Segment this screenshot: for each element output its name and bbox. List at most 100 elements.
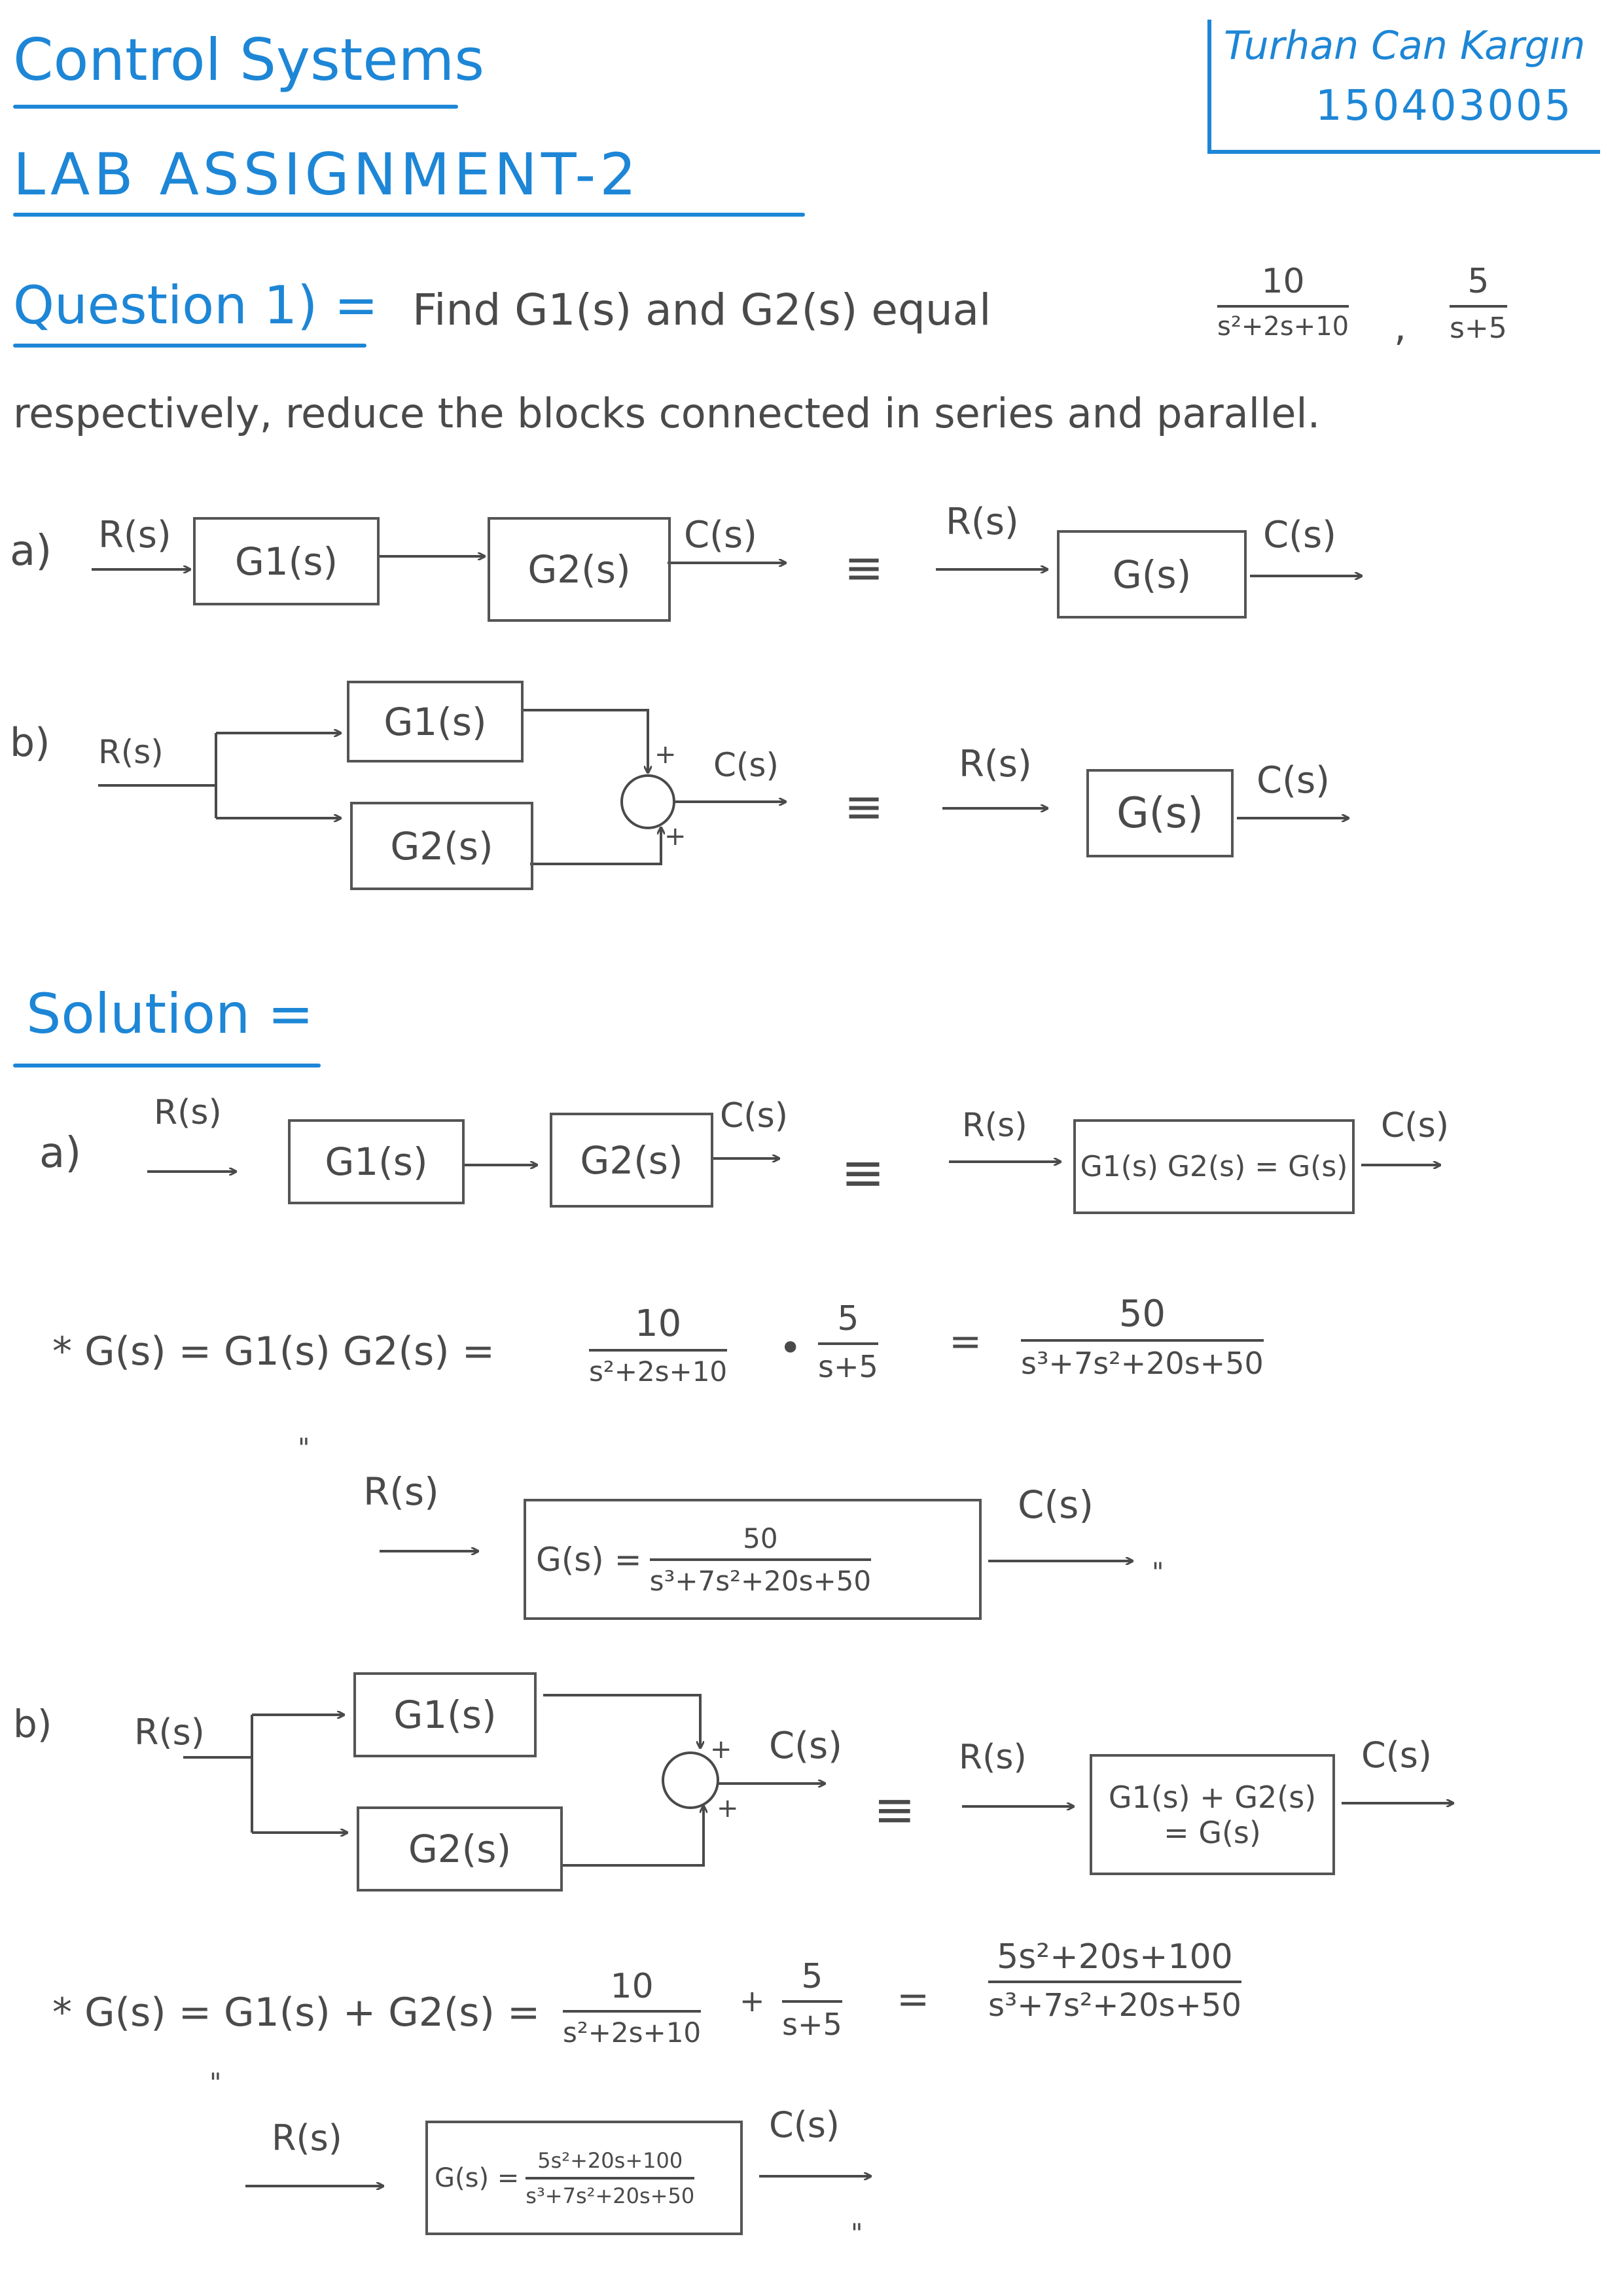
fraction-denominator: s+5	[818, 1349, 878, 1384]
fraction-numerator: 10	[610, 1967, 654, 2006]
parallel-equation-lhs: * G(s) = G1(s) + G2(s) =	[52, 1990, 541, 2036]
question-text-line2: respectively, reduce the blocks connecte…	[13, 389, 1321, 437]
fraction-bar	[818, 1342, 878, 1345]
block-g2: G2(s)	[550, 1113, 713, 1208]
summing-junction	[620, 774, 675, 829]
plus-operator: +	[740, 1983, 765, 2018]
series-equation-lhs: * G(s) = G1(s) G2(s) =	[52, 1329, 495, 1374]
output-label: C(s)	[1381, 1106, 1449, 1145]
block-line1: G1(s) + G2(s)	[1108, 1779, 1317, 1815]
fraction-bar	[649, 1558, 872, 1561]
question-fraction-g2: 5 s+5	[1450, 262, 1507, 345]
block-g1: G1(s)	[288, 1119, 465, 1204]
block-g1: G1(s)	[193, 517, 380, 605]
equivalence-sign: ≡	[874, 1780, 916, 1839]
fraction-numerator: 50	[1118, 1293, 1166, 1335]
summing-junction	[662, 1751, 719, 1809]
equals-sign: =	[897, 1977, 930, 2022]
equivalence-sign: ≡	[844, 779, 884, 834]
input-label: R(s)	[962, 1106, 1027, 1144]
assignment-underline	[13, 213, 805, 217]
output-label: C(s)	[1263, 514, 1336, 556]
block-g-equivalent: G(s)	[1057, 530, 1247, 619]
fraction-denominator: s³+7s²+20s+50	[526, 2183, 695, 2208]
plus-sign: +	[664, 821, 687, 852]
output-label: C(s)	[1018, 1482, 1094, 1527]
output-label: C(s)	[1257, 759, 1330, 802]
question-text-line1: Find G1(s) and G2(s) equal	[412, 285, 991, 335]
input-label: R(s)	[98, 733, 164, 771]
input-label: R(s)	[154, 1093, 222, 1132]
student-info-box	[1207, 20, 1600, 154]
equivalence-sign: ≡	[841, 1142, 885, 1203]
parallel-fraction-g2: 5 s+5	[782, 1957, 842, 2042]
block-g2: G2(s)	[488, 517, 671, 622]
fraction-denominator: s³+7s²+20s+50	[649, 1564, 872, 1597]
block-lhs: G(s) =	[435, 2162, 520, 2193]
fraction-denominator: s²+2s+10	[589, 1355, 728, 1388]
output-label: C(s)	[769, 1725, 842, 1767]
block-g1: G1(s)	[353, 1672, 537, 1757]
fraction-numerator: 50	[743, 1522, 778, 1554]
fraction-numerator: 5	[1467, 262, 1489, 301]
fraction-bar	[1450, 305, 1507, 308]
ditto-mark: "	[209, 2068, 222, 2098]
block-reduced-series: G1(s) G2(s) = G(s)	[1073, 1119, 1355, 1214]
ditto-mark: "	[298, 1433, 310, 1463]
series-result-fraction: 50 s³+7s²+20s+50	[1021, 1293, 1264, 1381]
solution-part-b-label: b)	[13, 1702, 52, 1746]
input-label: R(s)	[959, 1738, 1027, 1777]
fraction-bar	[1217, 305, 1349, 308]
multiply-dot: •	[779, 1325, 802, 1371]
arrow-s-b-g1-to-sum	[543, 1694, 700, 1748]
parallel-result-fraction: 5s²+20s+100 s³+7s²+20s+50	[988, 1937, 1241, 2024]
equals-sign: =	[949, 1319, 982, 1365]
question-fraction-g1: 10 s²+2s+10	[1217, 262, 1349, 342]
output-label: C(s)	[713, 746, 779, 784]
assignment-title: LAB ASSIGNMENT-2	[13, 141, 641, 208]
block-line2: = G(s)	[1164, 1814, 1261, 1850]
arrow-q-b-g1-to-sum	[524, 709, 648, 772]
question-part-a-label: a)	[10, 527, 52, 575]
fraction-denominator: s+5	[1450, 312, 1507, 345]
input-label: R(s)	[959, 743, 1032, 785]
fraction-denominator: s+5	[782, 2007, 842, 2042]
student-name: Turhan Can Kargın	[1224, 23, 1586, 69]
fraction-separator: ,	[1394, 304, 1407, 350]
fraction-bar	[563, 2010, 702, 2013]
output-label: C(s)	[1361, 1734, 1432, 1776]
fraction-numerator: 5	[801, 1957, 823, 1996]
block-g-equivalent: G(s)	[1086, 769, 1234, 857]
plus-sign: +	[717, 1793, 739, 1823]
fraction-numerator: 5	[837, 1299, 859, 1338]
input-label: R(s)	[946, 501, 1019, 543]
fraction-numerator: 5s²+20s+100	[537, 2147, 683, 2173]
ditto-mark: "	[851, 2219, 863, 2249]
question-label: Question 1) =	[13, 275, 378, 336]
output-label: C(s)	[720, 1096, 788, 1136]
fraction-denominator: s³+7s²+20s+50	[988, 1987, 1241, 2024]
question-part-b-label: b)	[10, 720, 50, 766]
fraction-bar	[589, 1349, 728, 1352]
block-fraction: 5s²+20s+100 s³+7s²+20s+50	[526, 2147, 695, 2208]
plus-sign: +	[710, 1734, 732, 1765]
arrow-s-b-g2-to-sum	[563, 1806, 704, 1867]
fraction-numerator: 10	[634, 1302, 682, 1345]
block-lhs: G(s) =	[536, 1540, 642, 1579]
fraction-bar	[526, 2176, 695, 2179]
ditto-mark: "	[1152, 1558, 1164, 1588]
fraction-denominator: s²+2s+10	[1217, 312, 1349, 342]
question-underline	[13, 344, 366, 348]
input-label: R(s)	[98, 514, 171, 556]
output-label: C(s)	[769, 2104, 840, 2145]
block-fraction: 50 s³+7s²+20s+50	[649, 1522, 872, 1597]
equivalence-sign: ≡	[844, 540, 884, 595]
input-label: R(s)	[363, 1469, 439, 1514]
plus-sign: +	[654, 740, 677, 770]
arrow-q-b-g2-to-sum	[530, 828, 661, 865]
fraction-denominator: s³+7s²+20s+50	[1021, 1346, 1264, 1381]
student-id: 150403005	[1315, 82, 1573, 130]
output-label: C(s)	[684, 514, 757, 556]
